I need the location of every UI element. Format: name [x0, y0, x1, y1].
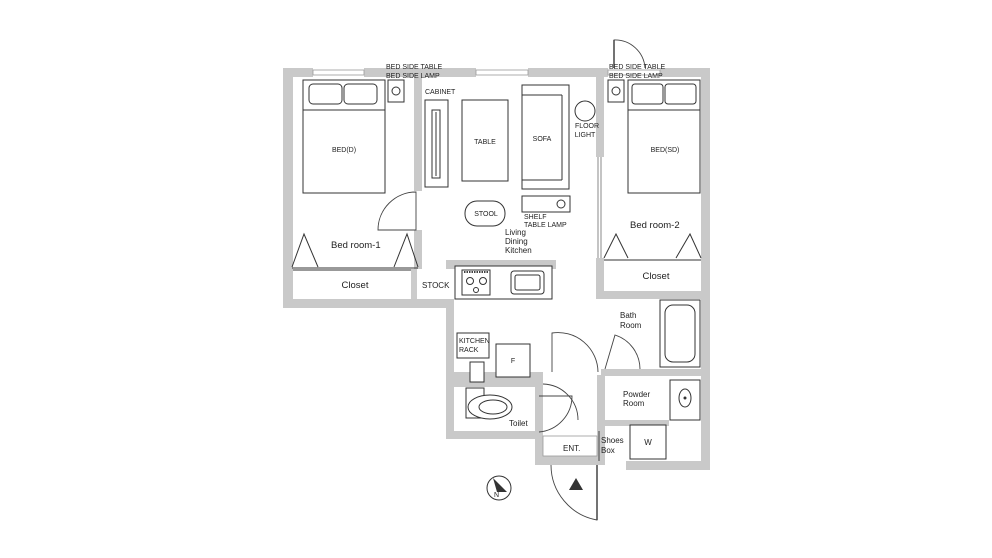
closet-right-label: Closet — [643, 271, 670, 282]
kitchen-rack-label-1: KITCHEN — [459, 338, 490, 345]
floor-light-label-2: LIGHT — [575, 132, 596, 139]
toilet-bowl — [467, 394, 513, 420]
sofa-label: SOFA — [533, 136, 552, 143]
sofa — [521, 84, 570, 190]
ldk-label-living: Living — [505, 228, 526, 237]
powder-label-2: Room — [623, 399, 645, 408]
living-dining-kitchen: CABINET TABLE SOFA FLOOR LIGHT STOOL SHE… — [422, 84, 602, 378]
entrance-label: ENT. — [563, 444, 580, 453]
bathtub — [659, 299, 701, 368]
pillow — [308, 83, 343, 105]
pillow — [631, 83, 664, 105]
bed-side-table — [607, 79, 625, 103]
table — [461, 99, 509, 182]
pillow — [343, 83, 378, 105]
bath-label-2: Room — [620, 321, 642, 330]
shoes-box-label-2: Box — [601, 446, 615, 455]
door — [613, 39, 646, 69]
ldk-label-dining: Dining — [505, 237, 528, 246]
shoes-box-label-1: Shoes — [601, 436, 624, 445]
bed-side-lamp-label: BED SIDE LAMP — [386, 73, 440, 80]
bed-side-table — [387, 79, 405, 103]
washer — [629, 424, 667, 460]
closet-door — [291, 232, 319, 268]
stool-label: STOOL — [474, 211, 498, 218]
powder-label-1: Powder — [623, 390, 650, 399]
ldk-label-kitchen: Kitchen — [505, 246, 532, 255]
washbasin — [669, 379, 701, 421]
toilet-paper — [469, 361, 485, 383]
table-label: TABLE — [474, 139, 496, 146]
bed-side-table-label: BED SIDE TABLE — [609, 64, 665, 71]
closet-door — [603, 232, 629, 259]
bed-sd-label: BED(SD) — [651, 147, 680, 154]
bedroom-1-label: Bed room-1 — [331, 240, 381, 251]
bedroom-1: BED(D) BED SIDE TABLE BED SIDE LAMP Bed … — [291, 64, 442, 299]
north-compass: N — [486, 475, 512, 501]
shelf — [521, 195, 571, 213]
kitchen-rack-label-2: RACK — [459, 347, 479, 354]
washer-label: W — [644, 438, 652, 447]
north-arrow-icon — [493, 478, 507, 492]
door — [551, 332, 599, 373]
bed-side-table-label: BED SIDE TABLE — [386, 64, 442, 71]
bedroom-2-label: Bed room-2 — [630, 220, 680, 231]
stove — [461, 269, 491, 296]
closet-left-label: Closet — [342, 280, 369, 291]
door — [377, 191, 417, 231]
pillow — [664, 83, 697, 105]
closet-door — [675, 232, 702, 259]
door — [604, 334, 641, 370]
north-label: N — [494, 492, 499, 499]
toilet-room: Toilet — [465, 361, 579, 433]
fridge-label: F — [511, 358, 515, 365]
fridge — [495, 343, 531, 378]
closet-door — [393, 232, 419, 268]
floor-light — [574, 100, 596, 122]
bedroom-2: BED SIDE TABLE BED SIDE LAMP BED(SD) Bed… — [603, 39, 702, 282]
kitchen-rack — [456, 332, 490, 359]
toilet-label: Toilet — [509, 419, 528, 428]
cabinet-label: CABINET — [425, 89, 456, 96]
bed-d-label: BED(D) — [332, 147, 356, 154]
table-lamp-label: TABLE LAMP — [524, 222, 567, 229]
door — [538, 395, 573, 433]
walls — [283, 68, 710, 470]
sink — [510, 270, 545, 295]
bath-label-1: Bath — [620, 311, 636, 320]
bath-area: Bath Room Powder Room W — [604, 299, 701, 460]
entrance-arrow-icon — [569, 478, 583, 490]
front-door — [550, 464, 598, 521]
door — [542, 383, 579, 421]
bed-side-lamp-label: BED SIDE LAMP — [609, 73, 663, 80]
floor-light-label-1: FLOOR — [575, 123, 599, 130]
stock-label: STOCK — [422, 281, 450, 290]
stool — [464, 200, 506, 227]
entrance: ENT. Shoes Box — [542, 431, 624, 521]
shelf-label: SHELF — [524, 214, 547, 221]
